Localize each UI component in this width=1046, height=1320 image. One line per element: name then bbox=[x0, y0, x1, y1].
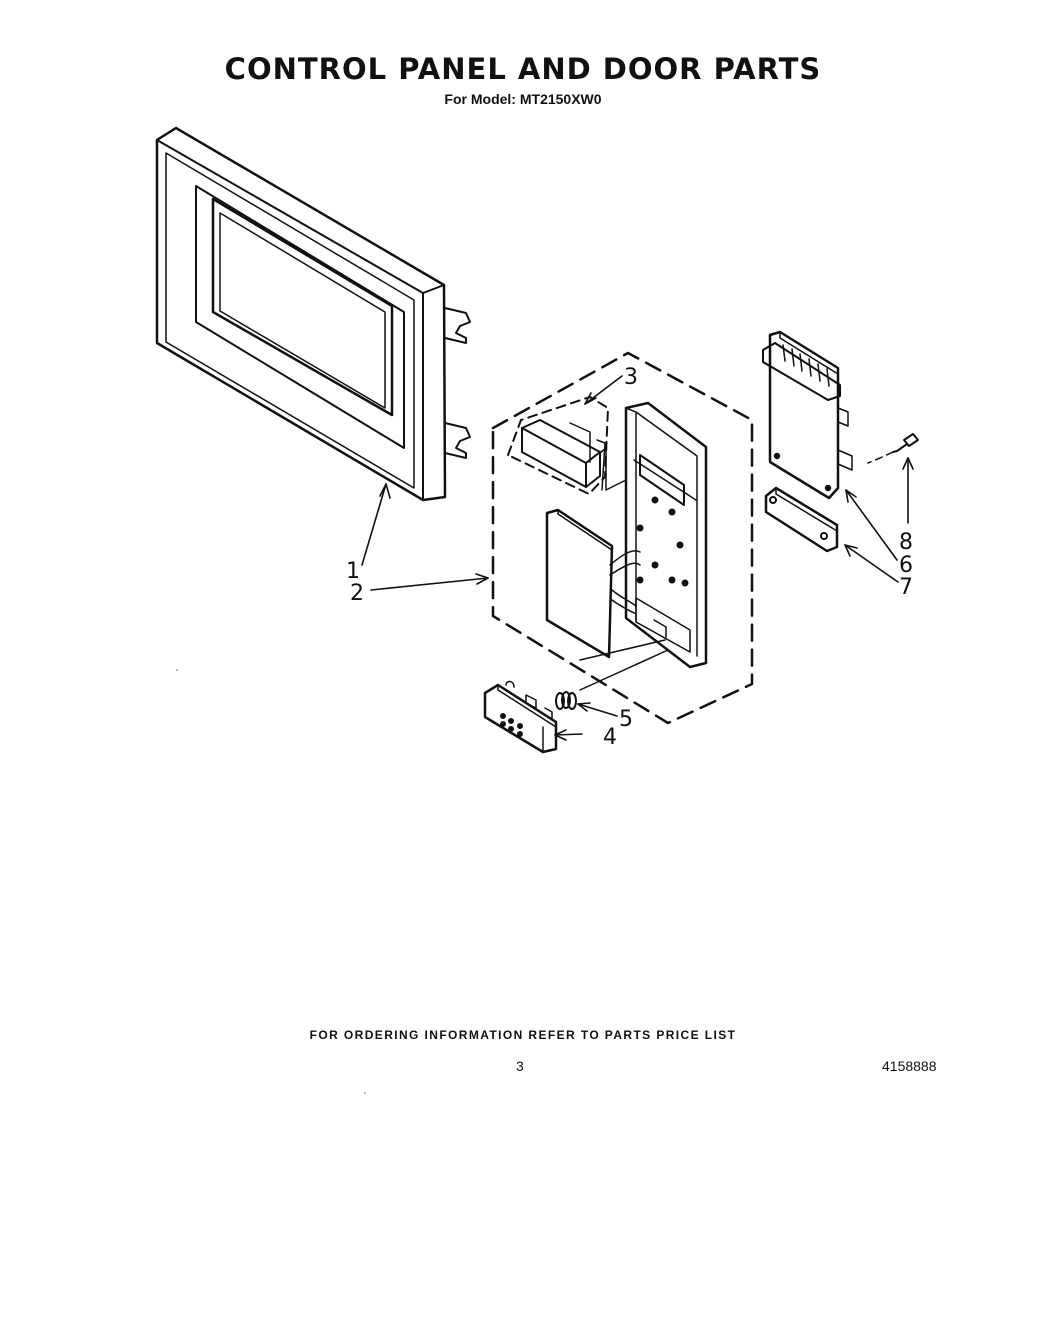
callout-8: 8 bbox=[899, 530, 913, 555]
page-title: CONTROL PANEL AND DOOR PARTS bbox=[224, 52, 822, 86]
ordering-information-note: FOR ORDERING INFORMATION REFER TO PARTS … bbox=[309, 1028, 737, 1042]
screw-part bbox=[867, 433, 919, 464]
control-panel-frame bbox=[624, 401, 708, 669]
callout-1: 1 bbox=[346, 559, 360, 584]
callout-7: 7 bbox=[899, 575, 913, 600]
touch-pad-part bbox=[507, 396, 609, 495]
callout-2: 2 bbox=[350, 581, 364, 606]
callout-6: 6 bbox=[899, 553, 913, 578]
page-number: 3 bbox=[516, 1058, 524, 1074]
latch-plate-part bbox=[764, 486, 839, 553]
control-panel-assembly-outline bbox=[491, 351, 754, 725]
spring-part bbox=[555, 691, 577, 710]
latch-bracket-part bbox=[762, 330, 853, 500]
button-block-part bbox=[483, 680, 558, 754]
circuit-board bbox=[545, 508, 641, 659]
leader-lines bbox=[361, 375, 914, 741]
door-assembly bbox=[155, 126, 471, 502]
callout-3: 3 bbox=[624, 365, 638, 390]
model-subtitle: For Model: MT2150XW0 bbox=[444, 91, 602, 107]
callout-5: 5 bbox=[619, 707, 633, 732]
document-number: 4158888 bbox=[882, 1058, 937, 1074]
callout-4: 4 bbox=[603, 725, 617, 750]
